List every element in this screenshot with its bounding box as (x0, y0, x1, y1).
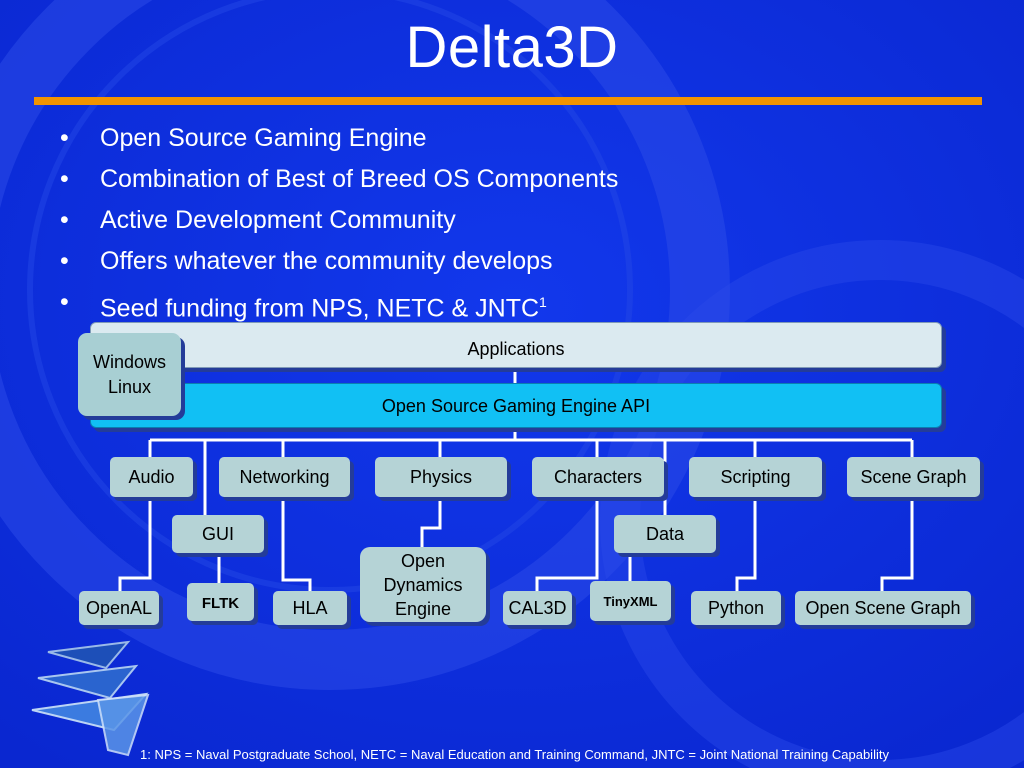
library-open-dynamics-engine: Open Dynamics Engine (360, 547, 486, 622)
module-scripting: Scripting (689, 457, 822, 497)
slide-title: Delta3D (405, 15, 619, 80)
library-python: Python (691, 591, 781, 625)
module-scene-graph: Scene Graph (847, 457, 980, 497)
bullet-dot-icon: • (60, 206, 69, 234)
bullet-dot-icon: • (60, 288, 69, 316)
library-tinyxml: TinyXML (590, 581, 671, 621)
module-audio: Audio (110, 457, 193, 497)
library-openal: OpenAL (79, 591, 159, 625)
library-hla: HLA (273, 591, 347, 625)
bullet-item: •Combination of Best of Breed OS Compone… (60, 159, 618, 200)
bullet-item: •Offers whatever the community develops (60, 241, 618, 282)
module-physics: Physics (375, 457, 507, 497)
os-platform-box: Windows Linux (78, 333, 181, 416)
bullet-item: •Active Development Community (60, 200, 618, 241)
delta3d-logo-icon (31, 640, 150, 757)
library-fltk: FLTK (187, 583, 254, 621)
footnote: 1: NPS = Naval Postgraduate School, NETC… (140, 747, 889, 762)
library-cal3d: CAL3D (503, 591, 572, 625)
footnote-marker: 1 (539, 294, 547, 310)
module-gui: GUI (172, 515, 264, 553)
bullet-dot-icon: • (60, 124, 69, 152)
bullet-item: •Seed funding from NPS, NETC & JNTC1 (60, 282, 618, 329)
applications-box: Applications (90, 322, 942, 368)
bullet-list: •Open Source Gaming Engine •Combination … (60, 118, 618, 329)
bullet-item: •Open Source Gaming Engine (60, 118, 618, 159)
bullet-dot-icon: • (60, 247, 69, 275)
module-networking: Networking (219, 457, 350, 497)
bullet-dot-icon: • (60, 165, 69, 193)
engine-api-box: Open Source Gaming Engine API (90, 383, 942, 428)
title-underline (34, 97, 982, 105)
library-open-scene-graph: Open Scene Graph (795, 591, 971, 625)
module-data: Data (614, 515, 716, 553)
module-characters: Characters (532, 457, 664, 497)
